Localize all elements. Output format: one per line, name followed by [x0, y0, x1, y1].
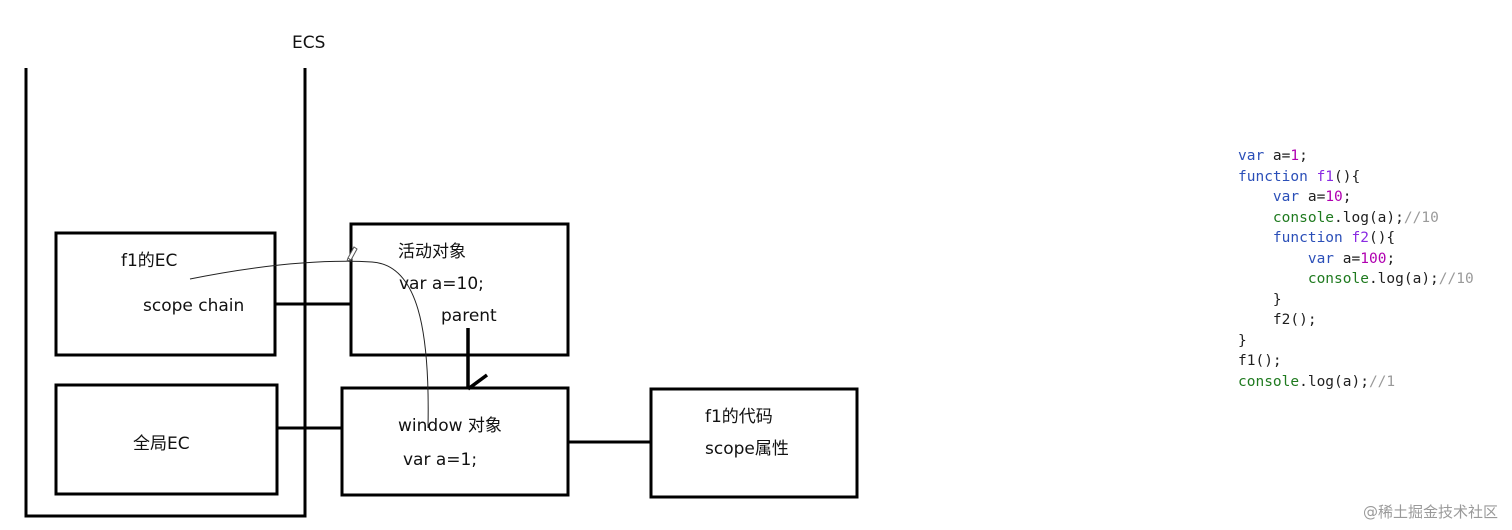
code-token	[1343, 230, 1352, 246]
code-token: ;	[1342, 189, 1352, 205]
code-token: a=	[1299, 189, 1326, 205]
code-line: console.log(a);//10	[1238, 269, 1512, 290]
parent-arrow-head	[466, 373, 489, 391]
f1-code-title: f1的代码	[705, 407, 773, 427]
code-token	[1238, 271, 1308, 287]
code-token: f1	[1316, 168, 1335, 185]
global-ec-box	[54, 383, 279, 496]
watermark: @稀土掘金技术社区	[1362, 503, 1498, 521]
f1-ec-title: f1的EC	[121, 251, 178, 271]
code-line: f2();	[1238, 310, 1512, 331]
code-token: a=	[1264, 148, 1291, 164]
global-ec-title: 全局EC	[133, 434, 190, 454]
code-token	[1238, 189, 1273, 205]
code-token	[1308, 169, 1317, 185]
code-line: var a=100;	[1238, 249, 1512, 270]
code-token: }	[1238, 332, 1247, 349]
code-token: var	[1238, 148, 1265, 164]
code-token: console	[1238, 373, 1300, 390]
window-object-title: window 对象	[398, 416, 502, 436]
activation-object-box	[349, 222, 570, 357]
code-token: var	[1307, 250, 1335, 267]
code-token: 10	[1325, 189, 1343, 205]
code-line: function f1(){	[1238, 167, 1512, 188]
code-token: .log(a);	[1368, 271, 1439, 287]
code-token: a=	[1334, 250, 1361, 267]
code-token: ;	[1386, 250, 1396, 267]
code-line: var a=1;	[1238, 146, 1512, 167]
code-snippet: var a=1;function f1(){ var a=10; console…	[1238, 146, 1512, 392]
ecs-stack	[24, 68, 307, 518]
code-token: //1	[1368, 373, 1396, 390]
code-line: }	[1238, 290, 1512, 311]
code-token	[1238, 230, 1273, 246]
code-line: console.log(a);//10	[1238, 208, 1512, 229]
code-token: 100	[1360, 250, 1387, 267]
code-token: (){	[1334, 168, 1361, 185]
code-token: .log(a);	[1334, 209, 1404, 226]
code-token: f1();	[1238, 353, 1282, 369]
activation-object-title: 活动对象	[398, 242, 466, 262]
code-token	[1238, 210, 1273, 226]
ecs-label: ECS	[292, 33, 326, 53]
code-token	[1238, 251, 1308, 267]
code-line: console.log(a);//1	[1238, 372, 1512, 393]
code-token: var	[1272, 189, 1300, 205]
code-token: f2();	[1238, 312, 1317, 328]
code-token: f2	[1351, 230, 1369, 246]
code-token: ;	[1299, 148, 1308, 164]
window-object-box	[340, 386, 570, 497]
code-token: (){	[1368, 230, 1396, 246]
code-token: function	[1238, 168, 1308, 185]
code-token: function	[1272, 230, 1343, 246]
code-line: var a=10;	[1238, 187, 1512, 208]
scope-attribute-label: scope属性	[705, 439, 789, 459]
code-token: console	[1307, 271, 1369, 287]
code-line: f1();	[1238, 351, 1512, 372]
code-token: console	[1272, 209, 1335, 226]
code-token: 1	[1290, 148, 1300, 164]
scope-curve	[189, 260, 429, 429]
pen-cursor-icon	[346, 246, 358, 262]
code-token: }	[1238, 291, 1282, 308]
f1-ec-box	[54, 231, 277, 357]
code-token: //10	[1403, 209, 1439, 226]
code-token: //10	[1438, 271, 1474, 287]
parent-label: parent	[441, 306, 497, 326]
code-token: .log(a);	[1299, 373, 1369, 390]
scope-chain-label: scope chain	[143, 296, 245, 316]
activation-var-label: var a=10;	[399, 274, 484, 294]
window-var-label: var a=1;	[403, 450, 478, 470]
code-line: function f2(){	[1238, 228, 1512, 249]
code-line: }	[1238, 331, 1512, 352]
